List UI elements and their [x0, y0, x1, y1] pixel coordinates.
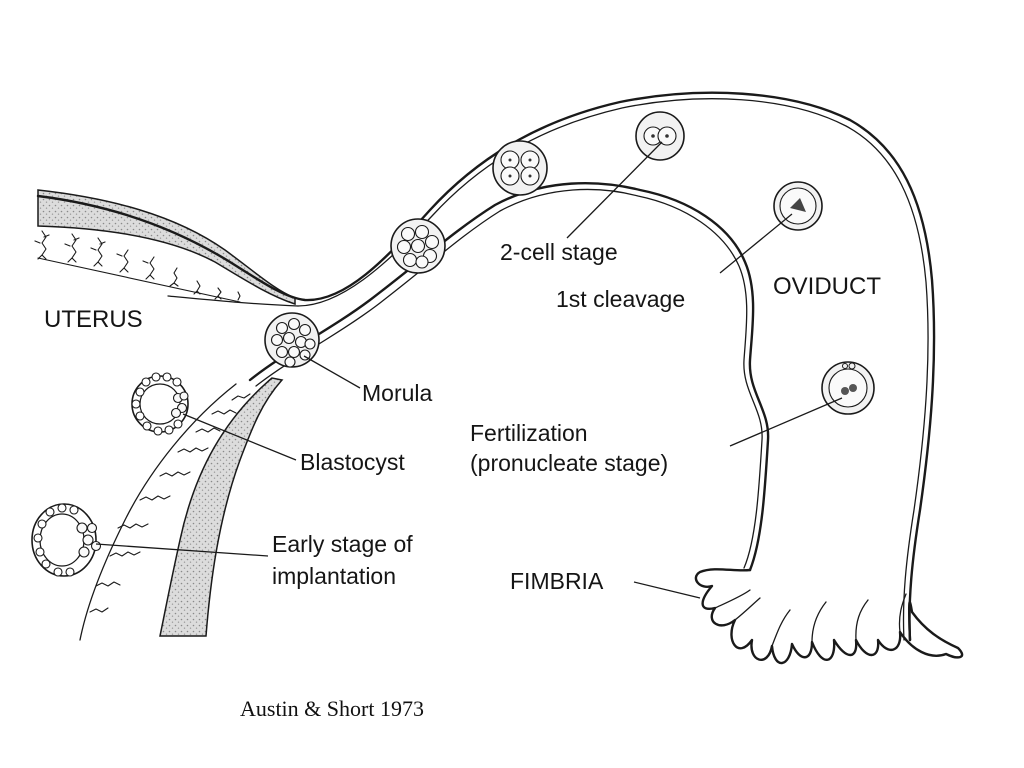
- oviduct-inner-wall: [248, 182, 770, 572]
- early-stage-label-line1: Early stage of: [272, 531, 413, 557]
- morula-label: Morula: [362, 380, 433, 406]
- early-stage-label-line2: implantation: [272, 563, 396, 589]
- citation-caption: Austin & Short 1973: [240, 696, 424, 721]
- leader-lines: [95, 141, 843, 599]
- morula: [264, 312, 320, 368]
- oviduct-outer-wall: [36, 91, 936, 642]
- uterine-wall-bottom: [159, 377, 284, 637]
- oviduct-inner-wall-inner-line: [255, 188, 763, 569]
- uterine-glands-top: [34, 230, 241, 303]
- oviduct-outer-wall-inner-line: [297, 98, 929, 641]
- two-cell-stage-label: 2-cell stage: [500, 239, 618, 265]
- two-cell-embryo: [635, 111, 685, 161]
- uterus-label: UTERUS: [44, 306, 143, 333]
- blastocyst-label: Blastocyst: [300, 449, 405, 475]
- fimbria: [694, 568, 964, 665]
- oviduct-label: OVIDUCT: [773, 273, 881, 300]
- uterine-glands-bottom: [79, 383, 251, 641]
- fertilized-egg: [821, 361, 875, 415]
- fertilization-label-line1: Fertilization: [470, 420, 588, 446]
- four-cell-embryo: [492, 140, 548, 196]
- fimbria-fronds: [714, 589, 907, 647]
- fertilization-label-line2: (pronucleate stage): [470, 450, 668, 476]
- first-cleavage-label: 1st cleavage: [556, 286, 685, 312]
- eight-cell-embryo: [390, 218, 446, 274]
- first-cleavage-cell: [773, 181, 823, 231]
- blastocyst: [131, 372, 189, 436]
- implanting-embryo: [31, 503, 102, 577]
- uterine-lumen-line: [167, 295, 299, 307]
- fimbria-label: FIMBRIA: [510, 568, 604, 594]
- uterine-wall-top: [37, 189, 296, 306]
